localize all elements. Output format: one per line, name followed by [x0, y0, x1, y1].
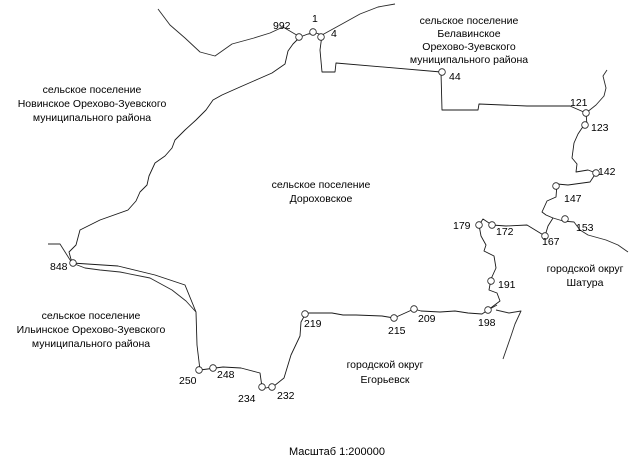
region-label-egorevsk: городской округ Егорьевск	[347, 359, 424, 386]
svg-text:992: 992	[273, 20, 291, 32]
point-250: 250	[179, 366, 203, 387]
point-1: 1	[309, 13, 318, 36]
svg-text:Ильинское Орехово-Зуевского: Ильинское Орехово-Зуевского	[17, 324, 166, 336]
outer-boundary-northeast	[321, 3, 396, 36]
point-123: 123	[581, 121, 609, 134]
outer-boundary-east	[585, 69, 608, 114]
point-232: 232	[268, 383, 295, 402]
point-179: 179	[453, 220, 483, 232]
svg-text:198: 198	[478, 317, 496, 329]
svg-text:сельское поселение: сельское поселение	[42, 310, 141, 322]
svg-text:сельское поселение: сельское поселение	[420, 15, 519, 27]
svg-text:219: 219	[304, 318, 322, 330]
svg-text:142: 142	[598, 166, 616, 178]
point-121: 121	[570, 97, 590, 117]
svg-text:муниципального района: муниципального района	[33, 112, 151, 124]
point-215: 215	[388, 314, 406, 337]
point-167: 167	[541, 232, 560, 248]
svg-text:городской округ: городской округ	[347, 359, 424, 371]
svg-text:сельское поселение: сельское поселение	[272, 179, 371, 191]
svg-text:муниципального района: муниципального района	[32, 338, 150, 350]
region-label-belavinskoe: сельское поселение Белавинское Орехово-З…	[410, 15, 528, 66]
point-198: 198	[478, 306, 496, 329]
svg-text:муниципального района: муниципального района	[410, 54, 528, 66]
point-234: 234	[238, 383, 266, 405]
region-label-novinskoe: сельское поселение Новинское Орехово-Зуе…	[18, 84, 167, 124]
svg-text:4: 4	[331, 28, 337, 40]
point-4: 4	[317, 28, 337, 41]
outer-boundary-west	[48, 243, 197, 313]
point-44: 44	[438, 68, 461, 83]
svg-text:Дороховское: Дороховское	[290, 193, 353, 205]
region-label-dorokhovskoe: сельское поселение Дороховское	[272, 179, 371, 205]
boundary-points: 992 1 4 44 121 123 142 147	[50, 13, 616, 405]
svg-text:Егорьевск: Егорьевск	[361, 374, 410, 386]
point-219: 219	[301, 310, 322, 330]
svg-text:153: 153	[576, 222, 594, 234]
region-label-shatura: городской округ Шатура	[547, 263, 624, 289]
svg-text:Орехово-Зуевского: Орехово-Зуевского	[422, 41, 516, 53]
point-992: 992	[273, 20, 303, 41]
point-191: 191	[487, 277, 516, 291]
point-848: 848	[50, 259, 77, 273]
svg-text:234: 234	[238, 393, 256, 405]
svg-text:848: 848	[50, 261, 68, 273]
region-label-ilinskoe: сельское поселение Ильинское Орехово-Зуе…	[17, 310, 166, 350]
scale-label: Масштаб 1:200000	[289, 446, 385, 458]
svg-text:215: 215	[388, 325, 406, 337]
point-209: 209	[410, 305, 436, 325]
svg-text:147: 147	[564, 193, 582, 205]
svg-text:209: 209	[418, 313, 436, 325]
svg-text:248: 248	[217, 369, 235, 381]
svg-text:сельское поселение: сельское поселение	[43, 84, 142, 96]
point-172: 172	[488, 221, 514, 238]
svg-text:179: 179	[453, 220, 471, 232]
svg-text:232: 232	[277, 390, 295, 402]
svg-text:Новинское Орехово-Зуевского: Новинское Орехово-Зуевского	[18, 98, 167, 110]
svg-text:121: 121	[570, 97, 588, 109]
svg-text:123: 123	[591, 122, 609, 134]
point-153: 153	[561, 215, 594, 234]
svg-text:250: 250	[179, 375, 197, 387]
svg-text:172: 172	[496, 226, 514, 238]
outer-boundary-north	[157, 8, 301, 57]
svg-text:1: 1	[312, 13, 318, 25]
svg-text:Белавинское: Белавинское	[437, 28, 500, 40]
point-248: 248	[209, 364, 235, 381]
svg-text:191: 191	[498, 279, 516, 291]
dorokhovskoe-boundary	[68, 32, 597, 389]
svg-text:Шатура: Шатура	[567, 277, 604, 289]
svg-text:167: 167	[542, 236, 560, 248]
point-147: 147	[552, 182, 582, 205]
svg-text:городской округ: городской округ	[547, 263, 624, 275]
outer-boundary-south	[495, 309, 522, 360]
svg-text:44: 44	[449, 71, 461, 83]
point-142: 142	[592, 166, 616, 178]
